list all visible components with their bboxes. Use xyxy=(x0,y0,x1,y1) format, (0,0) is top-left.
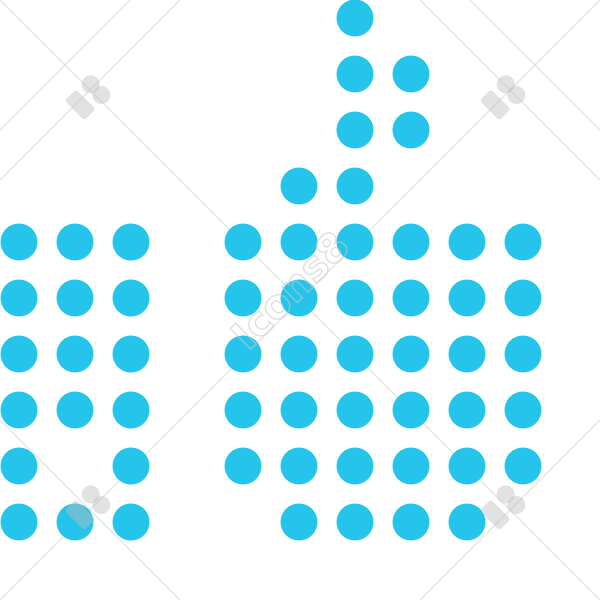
dot xyxy=(448,223,486,261)
dot xyxy=(0,391,38,429)
dot xyxy=(224,223,262,261)
dot xyxy=(392,391,430,429)
dot xyxy=(56,335,94,373)
dot xyxy=(336,279,374,317)
dot xyxy=(0,503,38,541)
dot xyxy=(280,391,318,429)
dot-grid xyxy=(0,0,542,541)
dot xyxy=(112,447,150,485)
dot xyxy=(280,447,318,485)
dot xyxy=(0,223,38,261)
dot xyxy=(336,391,374,429)
dot xyxy=(392,223,430,261)
dot xyxy=(336,167,374,205)
watermark-logo-bottom-right xyxy=(480,485,526,530)
watermark-logo-top-left xyxy=(65,75,111,120)
dot xyxy=(448,503,486,541)
dot xyxy=(56,223,94,261)
dot xyxy=(56,503,94,541)
dot xyxy=(504,447,542,485)
dot xyxy=(280,223,318,261)
dot xyxy=(336,0,374,37)
dot xyxy=(448,335,486,373)
watermark-logo-top-right xyxy=(480,75,526,120)
watermark-logo-bottom-left xyxy=(65,485,111,530)
dot xyxy=(448,447,486,485)
dot xyxy=(392,279,430,317)
watermark-logos xyxy=(65,75,526,530)
dot xyxy=(280,167,318,205)
dot xyxy=(504,335,542,373)
dot xyxy=(448,279,486,317)
dot xyxy=(224,447,262,485)
dot xyxy=(504,391,542,429)
dot xyxy=(504,223,542,261)
dot xyxy=(280,503,318,541)
dot xyxy=(224,335,262,373)
dot xyxy=(280,279,318,317)
dot xyxy=(336,447,374,485)
dot xyxy=(112,279,150,317)
dot xyxy=(0,279,38,317)
dot xyxy=(112,223,150,261)
dot xyxy=(504,279,542,317)
dot xyxy=(224,391,262,429)
dot xyxy=(0,335,38,373)
dot xyxy=(392,55,430,93)
dot xyxy=(56,391,94,429)
dot xyxy=(112,335,150,373)
dot xyxy=(336,335,374,373)
dot xyxy=(336,503,374,541)
dot xyxy=(112,503,150,541)
dot xyxy=(224,279,262,317)
dot xyxy=(112,391,150,429)
dot xyxy=(448,391,486,429)
dot xyxy=(392,111,430,149)
dot xyxy=(392,335,430,373)
dot xyxy=(0,447,38,485)
dot xyxy=(336,223,374,261)
dot xyxy=(336,111,374,149)
dot xyxy=(280,335,318,373)
dot xyxy=(392,447,430,485)
dot xyxy=(336,55,374,93)
dot xyxy=(56,279,94,317)
dot xyxy=(392,503,430,541)
